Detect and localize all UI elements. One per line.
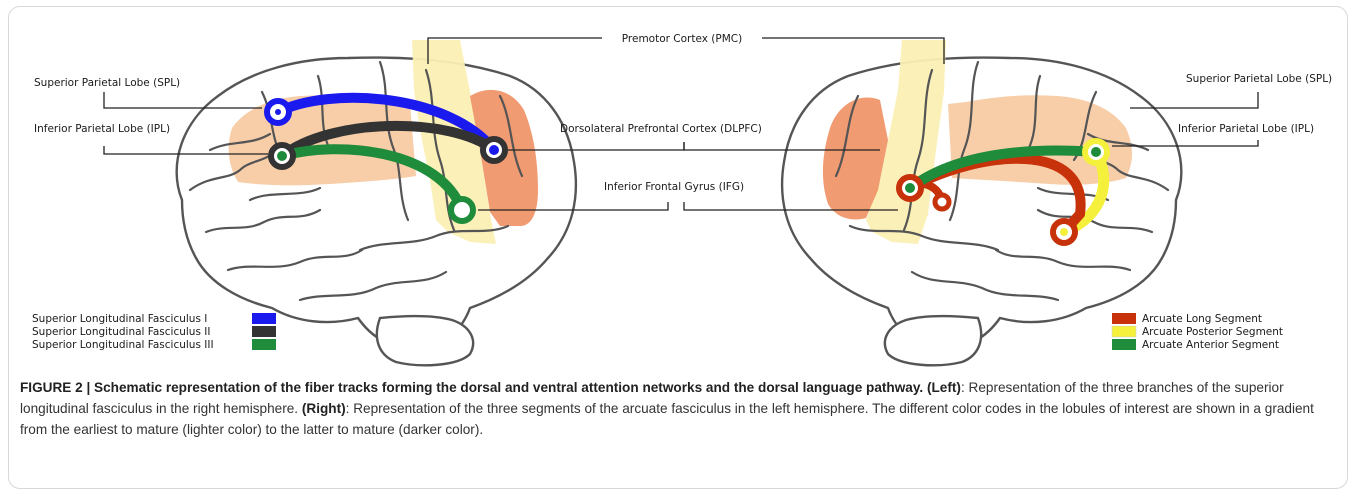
caption-title: FIGURE 2 | Schematic representation of t… — [20, 380, 923, 395]
legend-right-label-1: Arcuate Long Segment — [1142, 313, 1262, 325]
legend-left-label-2: Superior Longitudinal Fasciculus II — [32, 326, 210, 338]
legend-left-label-3: Superior Longitudinal Fasciculus III — [32, 339, 214, 351]
slf-iii-ifg-node — [451, 199, 473, 221]
spl-left-label: Superior Parietal Lobe (SPL) — [34, 77, 180, 89]
legend-left-swatch-2 — [252, 326, 276, 337]
figure-caption: FIGURE 2 | Schematic representation of t… — [20, 377, 1338, 440]
caption-right-tag: (Right) — [302, 401, 346, 416]
legend-right-swatch-2 — [1112, 326, 1136, 337]
dlpfc-label: Dorsolateral Prefrontal Cortex (DLPFC) — [560, 123, 762, 135]
ipl-left-label: Inferior Parietal Lobe (IPL) — [34, 123, 170, 135]
legend-left-swatch-3 — [252, 339, 276, 350]
pmc-label: Premotor Cortex (PMC) — [622, 33, 742, 45]
caption-left-tag: (Left) — [927, 380, 961, 395]
legend-right-swatch-1 — [1112, 313, 1136, 324]
arcuate-ifg-branch-node — [935, 195, 949, 209]
legend-left-label-1: Superior Longitudinal Fasciculus I — [32, 313, 207, 325]
spl-right-label: Superior Parietal Lobe (SPL) — [1186, 73, 1332, 85]
ifg-label: Inferior Frontal Gyrus (IFG) — [604, 181, 744, 193]
ipl-right-label: Inferior Parietal Lobe (IPL) — [1178, 123, 1314, 135]
legend-right-label-3: Arcuate Anterior Segment — [1142, 339, 1279, 351]
legend-left: Superior Longitudinal Fasciculus I Super… — [32, 313, 276, 351]
legend-right-swatch-3 — [1112, 339, 1136, 350]
legend-right: Arcuate Long Segment Arcuate Posterior S… — [1112, 313, 1283, 351]
left-cerebellum — [377, 316, 473, 365]
right-cerebellum — [885, 316, 981, 365]
left-brain — [177, 40, 576, 365]
brain-figure: .gyrus { fill: #ffffff; stroke: #555; st… — [0, 0, 1358, 370]
legend-left-swatch-1 — [252, 313, 276, 324]
legend-right-label-2: Arcuate Posterior Segment — [1142, 326, 1283, 338]
